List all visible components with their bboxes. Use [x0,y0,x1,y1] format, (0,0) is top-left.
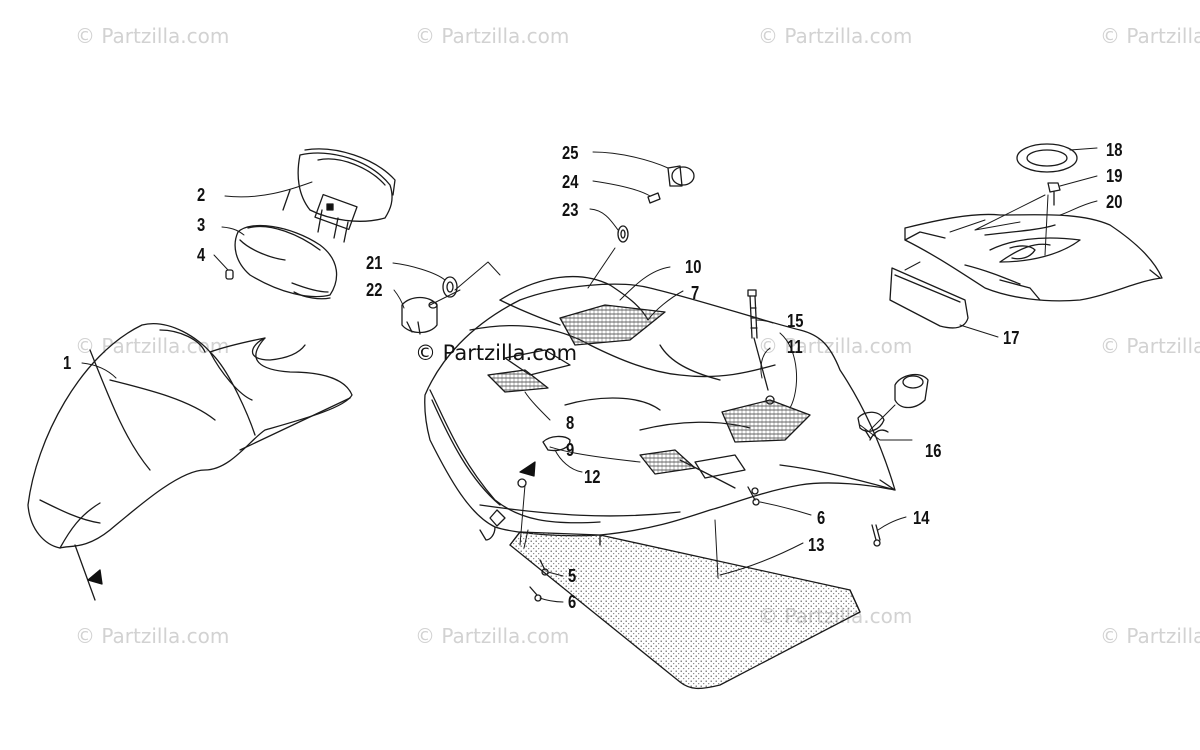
watermark: © Partzilla.com [75,24,230,48]
callout-15: 15 [787,311,804,331]
part-3-bezel [234,224,338,300]
callout-3: 3 [197,215,206,235]
part-12-decal [542,435,571,452]
callout-24: 24 [562,172,579,192]
watermark: © Partzilla.com [1100,24,1200,48]
callout-2: 2 [197,185,206,205]
callout-25: 25 [562,143,579,163]
part-16-switch [857,373,929,441]
callout-19: 19 [1106,166,1123,186]
callout-21: 21 [366,253,383,273]
callout-18: 18 [1106,140,1123,160]
part-13-foam [509,531,861,690]
part-24-screw [647,192,661,204]
callout-23: 23 [562,200,579,220]
part-11-pad [721,399,811,443]
part-20-rear-cover [904,213,1163,302]
callout-16: 16 [925,441,942,461]
callout-14: 14 [913,508,930,528]
callout-11: 11 [787,337,803,357]
part-21-washer [442,276,458,298]
callout-6: 6 [817,508,826,528]
callout-20: 20 [1106,192,1123,212]
part-1-front-cowl [27,323,353,601]
leader-lines [81,147,1098,603]
callout-22: 22 [366,280,383,300]
part-18-grommet [1016,143,1078,173]
part-9-pad [639,449,696,475]
callout-1: 1 [63,353,72,373]
callout-8: 8 [566,413,575,433]
watermark: © Partzilla.com [75,624,230,648]
watermark-center: © Partzilla.com [415,341,578,365]
watermark: © Partzilla.com [758,334,913,358]
part-2-gauge [282,148,396,243]
part-23-grommet [617,225,629,243]
callout-10: 10 [685,257,702,277]
callout-4: 4 [197,245,206,265]
watermark: © Partzilla.com [758,24,913,48]
part-25-cap [667,165,695,187]
part-15-bolt [747,289,769,391]
watermark: © Partzilla.com [1100,334,1200,358]
watermark: © Partzilla.com [1100,624,1200,648]
callout-9: 9 [566,440,575,460]
part-8-pad [487,369,549,393]
callout-6: 6 [568,592,577,612]
part-19-fastener [1047,182,1061,206]
watermark: © Partzilla.com [415,24,570,48]
callout-12: 12 [584,467,601,487]
part-4-clip [225,269,234,280]
part-7-pad [559,304,666,346]
callout-7: 7 [691,283,700,303]
part-14-screw [871,524,881,547]
part-22-socket [401,296,438,335]
part-17-lens [889,267,969,329]
watermark: © Partzilla.com [415,624,570,648]
callout-13: 13 [808,535,825,555]
callout-17: 17 [1003,328,1020,348]
callout-5: 5 [568,566,577,586]
